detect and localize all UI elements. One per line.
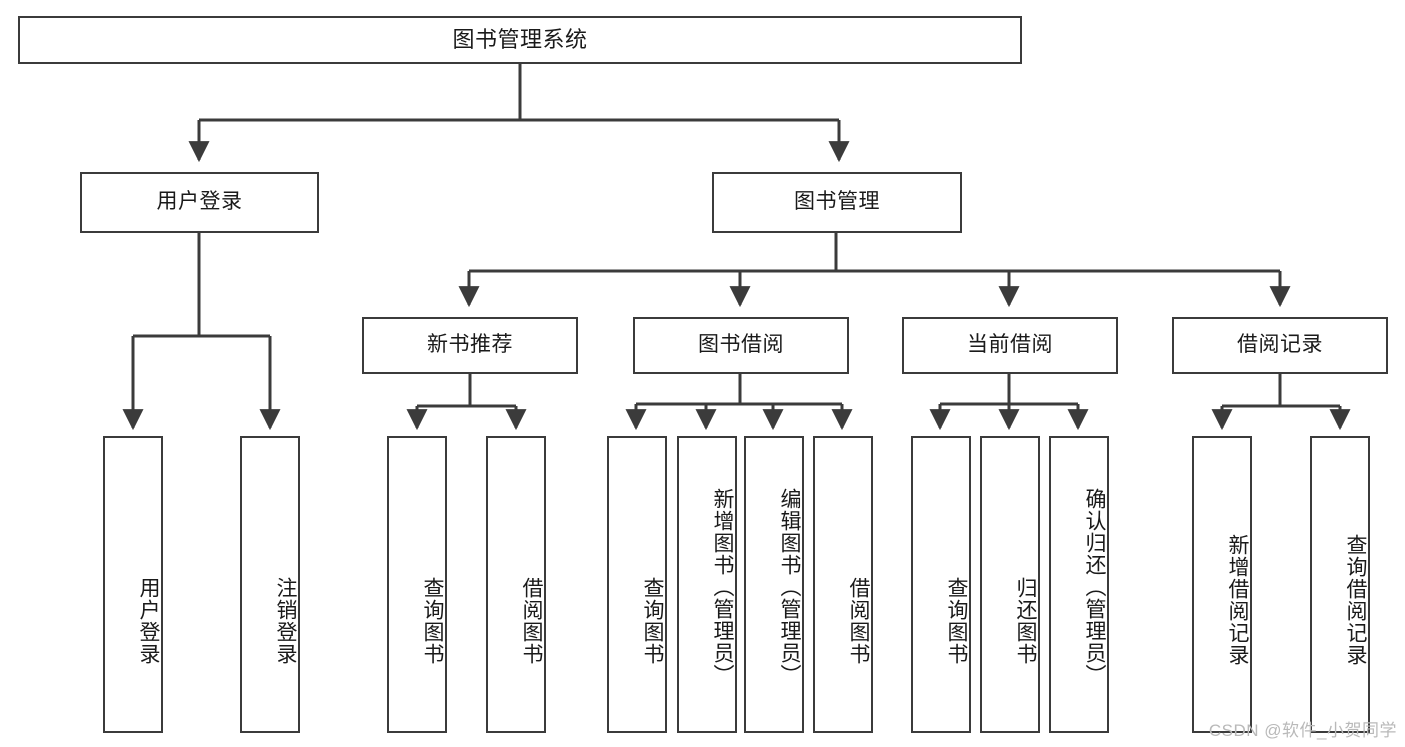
leaf-new-book-borrow-books[interactable]: 借阅图书 [486, 436, 546, 733]
node-borrow-record[interactable]: 借阅记录 [1172, 317, 1388, 374]
leaf-book-borrow-add-book-admin[interactable]: 新增图书（管理员） [677, 436, 737, 733]
node-current-borrow[interactable]: 当前借阅 [902, 317, 1118, 374]
leaf-user-login-logout[interactable]: 注销登录 [240, 436, 300, 733]
leaf-borrow-record-query-record[interactable]: 查询借阅记录 [1310, 436, 1370, 733]
leaf-book-borrow-query-books[interactable]: 查询图书 [607, 436, 667, 733]
leaf-current-borrow-query-books[interactable]: 查询图书 [911, 436, 971, 733]
leaf-current-borrow-return-books[interactable]: 归还图书 [980, 436, 1040, 733]
leaf-borrow-record-add-record[interactable]: 新增借阅记录 [1192, 436, 1252, 733]
node-root-book-management-system[interactable]: 图书管理系统 [18, 16, 1022, 64]
node-book-borrow[interactable]: 图书借阅 [633, 317, 849, 374]
leaf-user-login-login[interactable]: 用户登录 [103, 436, 163, 733]
leaf-new-book-query-books[interactable]: 查询图书 [387, 436, 447, 733]
leaf-current-borrow-confirm-return-admin[interactable]: 确认归还（管理员） [1049, 436, 1109, 733]
leaf-book-borrow-borrow-books[interactable]: 借阅图书 [813, 436, 873, 733]
node-new-book-recommend[interactable]: 新书推荐 [362, 317, 578, 374]
csdn-watermark: CSDN @软件_小贺同学 [1208, 721, 1397, 740]
leaf-book-borrow-edit-book-admin[interactable]: 编辑图书（管理员） [744, 436, 804, 733]
node-book-management[interactable]: 图书管理 [712, 172, 962, 233]
node-user-login[interactable]: 用户登录 [80, 172, 319, 233]
